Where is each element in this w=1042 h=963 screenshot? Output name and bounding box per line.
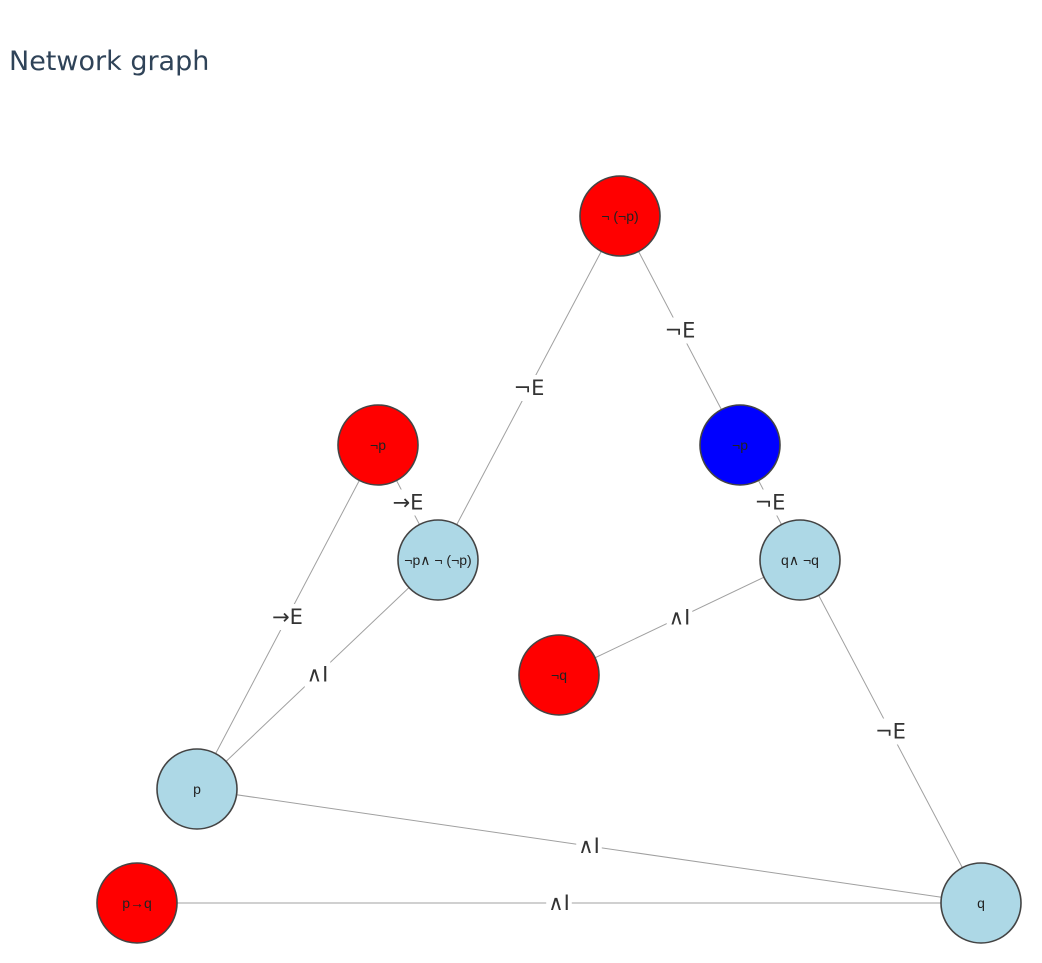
node-circle[interactable]	[759, 519, 841, 601]
edge-labels-layer: ¬E ¬E →E ¬E →E ∧I ∧I ¬E ∧I ∧I	[270, 317, 908, 916]
graph-node-n2[interactable]: ¬p	[337, 404, 419, 486]
edge-label-background	[390, 489, 426, 516]
edge-label-n5-n9: ¬E	[873, 718, 908, 745]
graph-node-n5[interactable]: q∧ ¬q	[759, 519, 841, 601]
edge-label-background	[576, 833, 602, 859]
edge-label-text: ∧I	[578, 834, 600, 858]
node-label: ¬p∧ ¬ (¬p)	[404, 552, 471, 568]
edge-label-n3-n5: ¬E	[752, 489, 788, 516]
graph-node-n3[interactable]: ¬p	[699, 404, 781, 486]
edge-label-background	[304, 661, 331, 688]
node-label: p→q	[122, 895, 152, 911]
edge-label-text: →E	[393, 491, 424, 515]
node-label: p	[193, 781, 201, 797]
edge-label-text: ∧I	[669, 606, 691, 630]
edge-label-n1-n3: ¬E	[662, 317, 698, 344]
edge-label-background	[270, 604, 305, 630]
edge-label-text: ¬E	[665, 319, 696, 343]
node-label: q∧ ¬q	[781, 552, 819, 568]
graph-node-n7[interactable]: p	[156, 748, 238, 830]
edge-label-text: →E	[272, 605, 303, 629]
node-circle[interactable]	[518, 634, 600, 716]
page-title: Network graph	[9, 46, 210, 77]
edges-layer	[137, 215, 982, 904]
node-label: q	[977, 895, 985, 911]
node-label: ¬q	[551, 667, 567, 683]
edge-label-background	[511, 375, 547, 401]
edge-label-background	[752, 489, 788, 516]
node-circle[interactable]	[940, 862, 1022, 944]
edge-label-n2-n4: →E	[390, 489, 426, 516]
edge-label-n2-n7: →E	[270, 604, 305, 630]
edge-label-n1-n4: ¬E	[511, 375, 547, 401]
graph-node-n9[interactable]: q	[940, 862, 1022, 944]
edge-label-n4-n7: ∧I	[304, 661, 331, 688]
graph-node-n6[interactable]: ¬q	[518, 634, 600, 716]
node-circle[interactable]	[96, 862, 178, 944]
edge-label-text: ¬E	[514, 376, 545, 400]
node-label: ¬ (¬p)	[601, 208, 638, 224]
node-circle[interactable]	[397, 519, 479, 601]
graph-node-n8[interactable]: p→q	[96, 862, 178, 944]
node-circle[interactable]	[156, 748, 238, 830]
edge-label-background	[873, 718, 908, 745]
nodes-layer: ¬ (¬p) ¬p ¬p ¬p∧ ¬ (¬p) q∧ ¬q ¬q p p→q q	[96, 175, 1022, 944]
edge-label-text: ∧I	[548, 891, 570, 915]
edge-label-n6-n5: ∧I	[666, 604, 693, 631]
node-circle[interactable]	[699, 404, 781, 486]
node-circle[interactable]	[337, 404, 419, 486]
node-label: ¬p	[732, 437, 748, 453]
edge-label-text: ¬E	[875, 720, 906, 744]
edge-label-background	[546, 890, 572, 916]
graph-node-n4[interactable]: ¬p∧ ¬ (¬p)	[397, 519, 479, 601]
graph-node-n1[interactable]: ¬ (¬p)	[579, 175, 661, 257]
node-label: ¬p	[370, 437, 386, 453]
edge-label-text: ¬E	[755, 491, 786, 515]
edge-label-n7-n9: ∧I	[576, 833, 602, 859]
edge-label-n8-n9: ∧I	[546, 890, 572, 916]
edge-label-background	[666, 604, 693, 631]
node-circle[interactable]	[579, 175, 661, 257]
edge-label-background	[662, 317, 698, 344]
edge-label-text: ∧I	[307, 663, 329, 687]
